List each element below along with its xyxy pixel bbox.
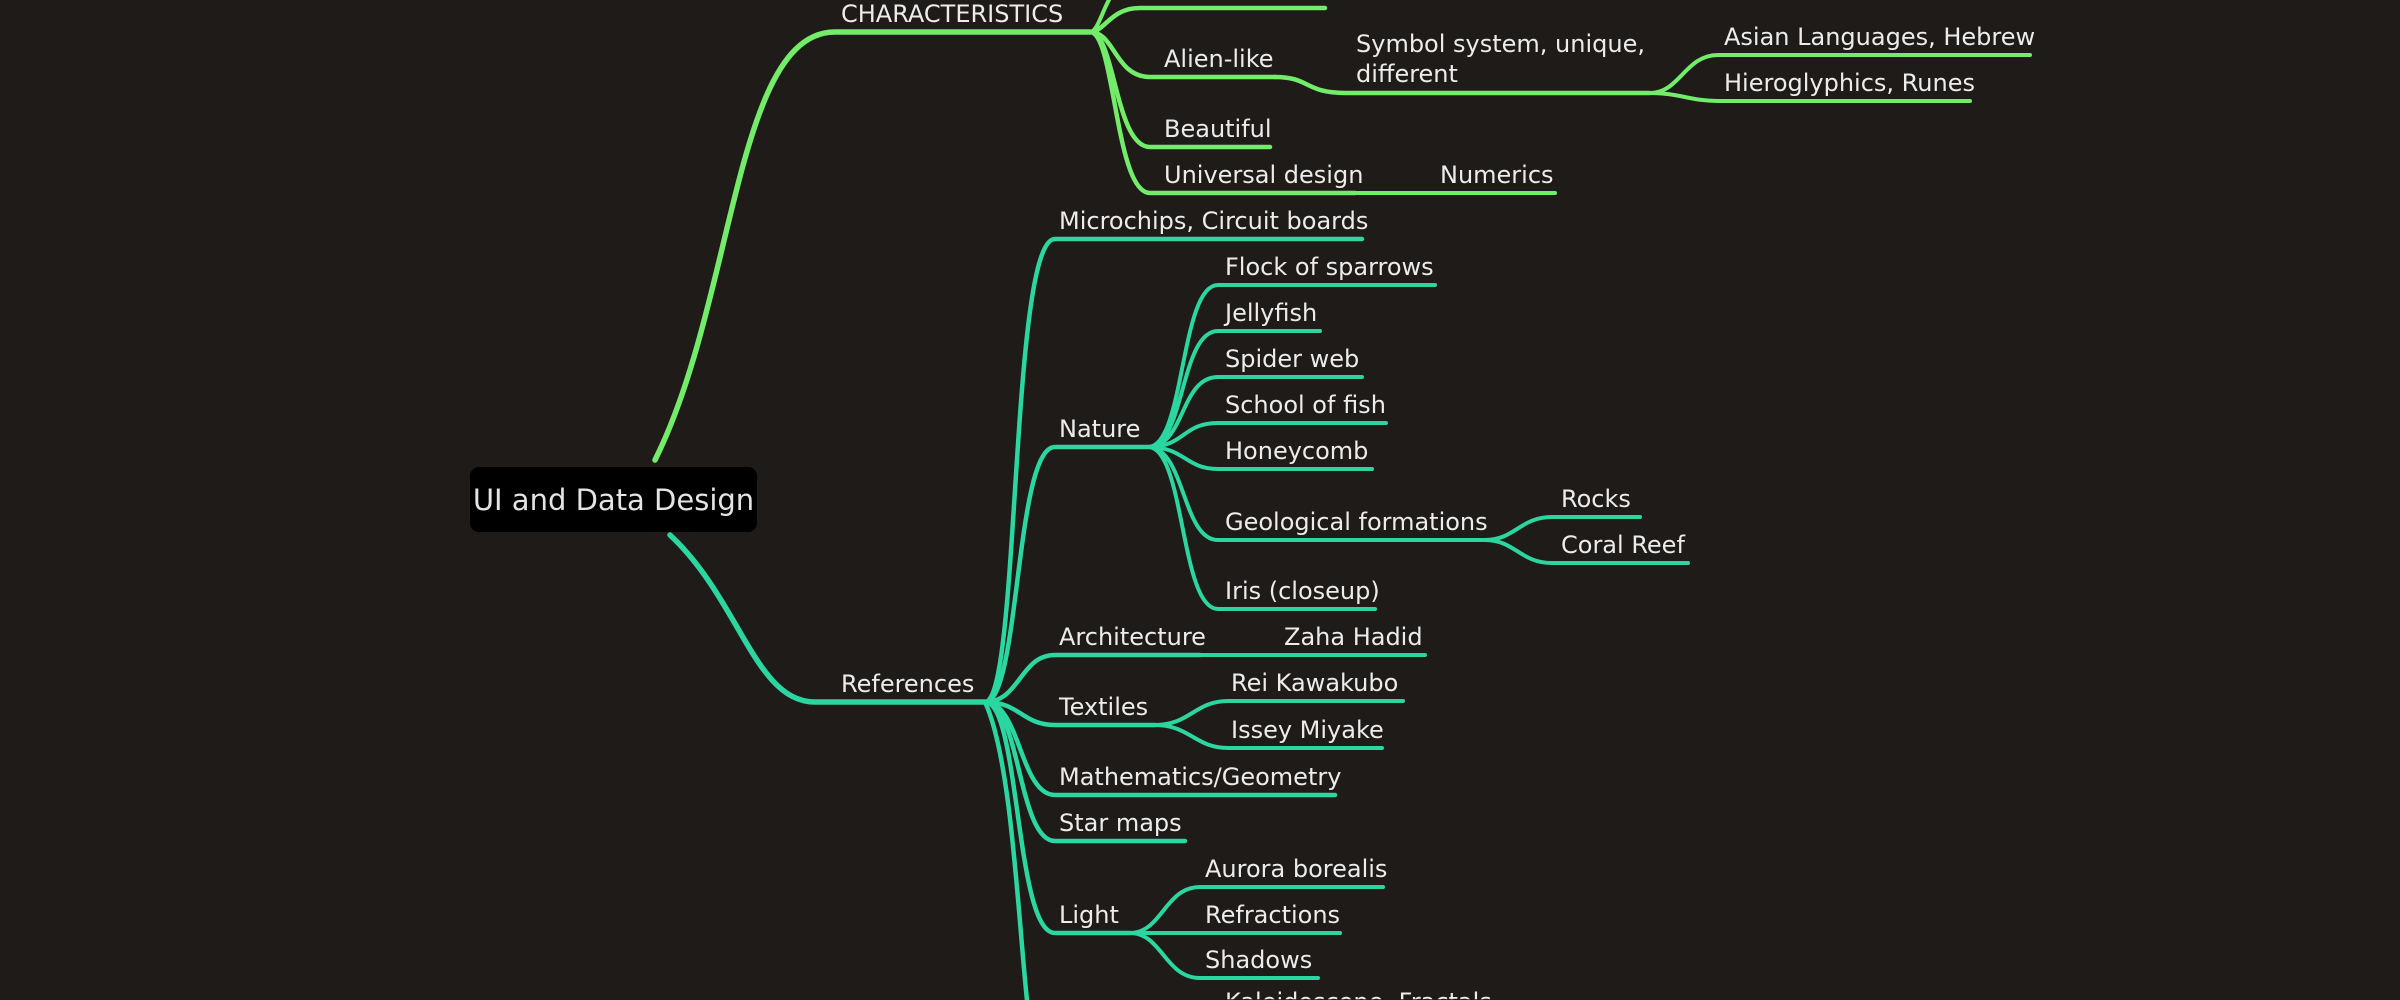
node-zaha-hadid[interactable]: Zaha Hadid — [1284, 623, 1423, 651]
edge-references-nature — [982, 444, 1151, 705]
node-light[interactable]: Light — [1059, 901, 1119, 929]
edge-references-bottomcut — [982, 699, 1030, 1000]
node-refractions[interactable]: Refractions — [1205, 901, 1341, 929]
node-references[interactable]: References — [841, 670, 975, 698]
node-beautiful[interactable]: Beautiful — [1164, 115, 1272, 143]
edge-references-light — [982, 699, 1133, 936]
node-shadows[interactable]: Shadows — [1205, 946, 1313, 974]
node-rocks[interactable]: Rocks — [1561, 485, 1631, 513]
node-nature[interactable]: Nature — [1059, 415, 1141, 443]
node-architecture[interactable]: Architecture — [1059, 623, 1206, 651]
node-flock[interactable]: Flock of sparrows — [1225, 253, 1434, 281]
edge-symbol-hieroglyphics — [1648, 91, 1972, 103]
node-school-fish[interactable]: School of fish — [1225, 391, 1386, 419]
edge-symbol-asian — [1648, 53, 2032, 95]
edge-references-microchips — [982, 236, 1365, 705]
node-geological[interactable]: Geological formations — [1225, 508, 1488, 536]
node-aurora[interactable]: Aurora borealis — [1205, 855, 1388, 883]
node-alien-like[interactable]: Alien-like — [1164, 45, 1274, 73]
node-characteristics[interactable]: CHARACTERISTICS — [841, 0, 1064, 28]
node-hieroglyphics[interactable]: Hieroglyphics, Runes — [1724, 69, 1975, 97]
node-symbol-system[interactable]: Symbol system, unique, different — [1356, 30, 1645, 88]
edge-references-architecture — [982, 652, 1203, 705]
node-coral-reef[interactable]: Coral Reef — [1561, 531, 1685, 559]
node-numerics[interactable]: Numerics — [1440, 161, 1554, 189]
node-rei-kawakubo[interactable]: Rei Kawakubo — [1231, 669, 1399, 697]
edge-light-aurora — [1128, 885, 1385, 935]
node-issey-miyake[interactable]: Issey Miyake — [1231, 716, 1384, 744]
edge-alien-symbol — [1272, 74, 1653, 96]
edge-nature-iris — [1146, 445, 1377, 611]
edge-root-characteristics — [652, 29, 1093, 463]
root-node[interactable]: UI and Data Design — [470, 467, 757, 532]
edge-characteristics-universal — [1087, 29, 1358, 196]
node-asian-languages[interactable]: Asian Languages, Hebrew — [1724, 23, 2036, 51]
node-microchips[interactable]: Microchips, Circuit boards — [1059, 207, 1369, 235]
edge-references-starmaps — [982, 699, 1188, 844]
edge-characteristics-expansive — [1087, 5, 1328, 35]
edge-textiles-issey — [1153, 723, 1384, 750]
node-mathematics[interactable]: Mathematics/Geometry — [1059, 763, 1342, 791]
node-jellyfish[interactable]: Jellyfish — [1225, 299, 1318, 327]
node-honeycomb[interactable]: Honeycomb — [1225, 437, 1369, 465]
edge-light-shadows — [1128, 931, 1320, 980]
node-spider-web[interactable]: Spider web — [1225, 345, 1360, 373]
node-bottom-cut[interactable]: Kaleidoscope, Fractals — [1225, 988, 1492, 999]
edge-geological-coral — [1483, 538, 1690, 565]
node-iris[interactable]: Iris (closeup) — [1225, 577, 1380, 605]
node-textiles[interactable]: Textiles — [1059, 693, 1149, 721]
edge-nature-spider — [1146, 375, 1364, 449]
node-star-maps[interactable]: Star maps — [1059, 809, 1182, 837]
edge-nature-honeycomb — [1146, 445, 1374, 471]
edge-root-references — [667, 532, 988, 705]
node-universal-design[interactable]: Universal design — [1164, 161, 1364, 189]
